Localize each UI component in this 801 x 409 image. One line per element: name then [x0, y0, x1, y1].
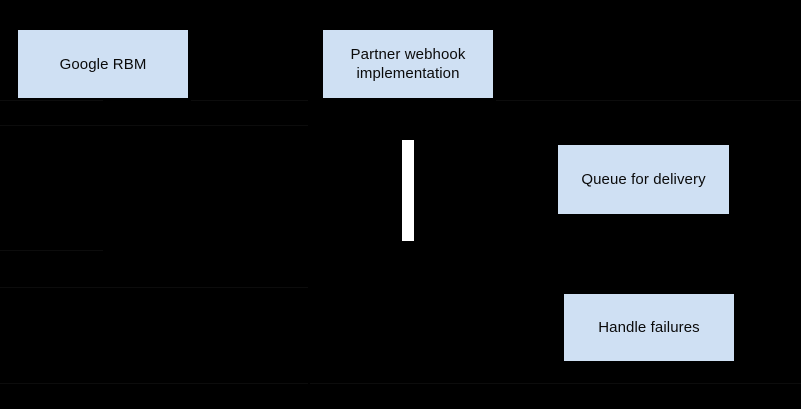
faint-rule — [0, 125, 308, 126]
faint-rule — [496, 100, 801, 101]
node-google-rbm[interactable]: Google RBM — [18, 30, 188, 98]
node-handle-failures[interactable]: Handle failures — [564, 294, 734, 361]
faint-rule — [0, 287, 308, 288]
node-partner-webhook-implementation[interactable]: Partner webhook implementation — [323, 30, 493, 98]
vertical-connector-bar — [402, 140, 414, 241]
faint-rule — [0, 100, 103, 101]
node-queue-for-delivery[interactable]: Queue for delivery — [558, 145, 729, 214]
faint-rule — [0, 383, 308, 384]
faint-rule — [191, 100, 308, 101]
faint-rule — [0, 250, 103, 251]
faint-rule — [310, 383, 801, 384]
